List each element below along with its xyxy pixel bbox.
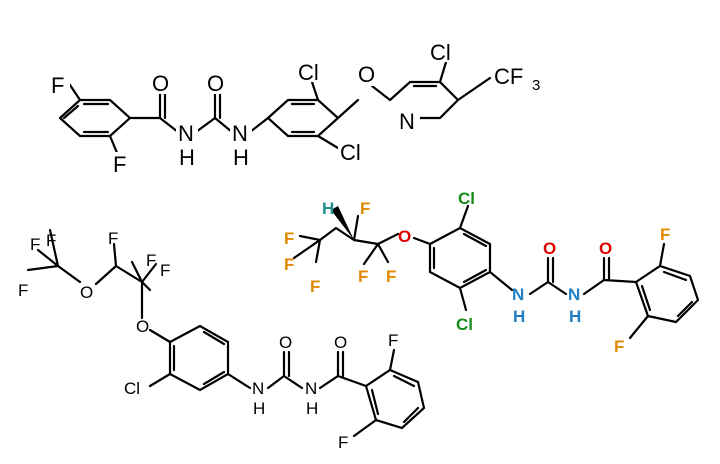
molecule-2: H F F F F F F O Cl Cl N H O N H O F F — [284, 189, 700, 356]
atom-label: F — [18, 281, 28, 300]
atom-label: Cl — [298, 60, 319, 85]
atom-label: F — [113, 152, 126, 177]
atom-label: O — [80, 283, 93, 302]
atom-label: O — [152, 71, 169, 96]
atom-label: O — [398, 227, 411, 246]
atom-label: N — [512, 285, 524, 304]
molecule-3: F F F O F F F O Cl N H O N H O F F — [18, 228, 426, 452]
atom-label: H — [253, 399, 265, 418]
atom-label: Cl — [430, 40, 451, 65]
atom-label: F — [386, 267, 396, 286]
atom-label: O — [207, 71, 224, 96]
atom-label: Cl — [124, 379, 140, 398]
atom-label: F — [284, 229, 294, 248]
atom-label: N — [305, 379, 317, 398]
atom-label: F — [46, 231, 56, 250]
atom-label: N — [252, 379, 264, 398]
atom-label: F — [160, 261, 170, 280]
atom-label: CF — [494, 64, 523, 89]
atom-label: H — [306, 399, 318, 418]
atom-label: O — [279, 333, 292, 352]
atom-label: F — [388, 331, 398, 350]
atom-label: O — [334, 333, 347, 352]
atom-label: O — [358, 62, 375, 87]
atom-label: F — [30, 235, 40, 254]
atom-label: H — [569, 307, 581, 326]
atom-label: F — [51, 73, 64, 98]
atom-label: N — [399, 109, 415, 134]
atom-label: Cl — [456, 315, 473, 334]
atom-label: H — [513, 307, 525, 326]
atom-label: F — [358, 267, 368, 286]
atom-label: O — [543, 239, 556, 258]
atom-label: O — [136, 317, 149, 336]
atom-label: F — [614, 337, 624, 356]
atom-label: Cl — [340, 140, 361, 165]
atom-label: O — [599, 239, 612, 258]
atom-label: H — [179, 145, 195, 170]
atom-label: F — [360, 199, 370, 218]
molecule-1: F F O N H O N H Cl O Cl Cl CF 3 N — [50, 40, 550, 177]
atom-label: N — [232, 121, 248, 146]
molecule-3-labels: F F F O F F F O Cl N H O N H O F F — [18, 229, 398, 452]
atom-label: Cl — [458, 189, 475, 208]
atom-label: F — [108, 229, 118, 248]
atom-label: F — [146, 251, 156, 270]
atom-label: F — [660, 225, 670, 244]
atom-label: F — [338, 433, 348, 452]
atom-label: N — [178, 121, 194, 146]
atom-label-subscript: 3 — [532, 77, 540, 94]
atom-label: N — [568, 285, 580, 304]
stereo-wedge-bond — [331, 206, 354, 240]
atom-label: F — [310, 277, 320, 296]
atom-label: F — [284, 255, 294, 274]
atom-label: H — [322, 199, 334, 218]
atom-label: H — [233, 145, 249, 170]
